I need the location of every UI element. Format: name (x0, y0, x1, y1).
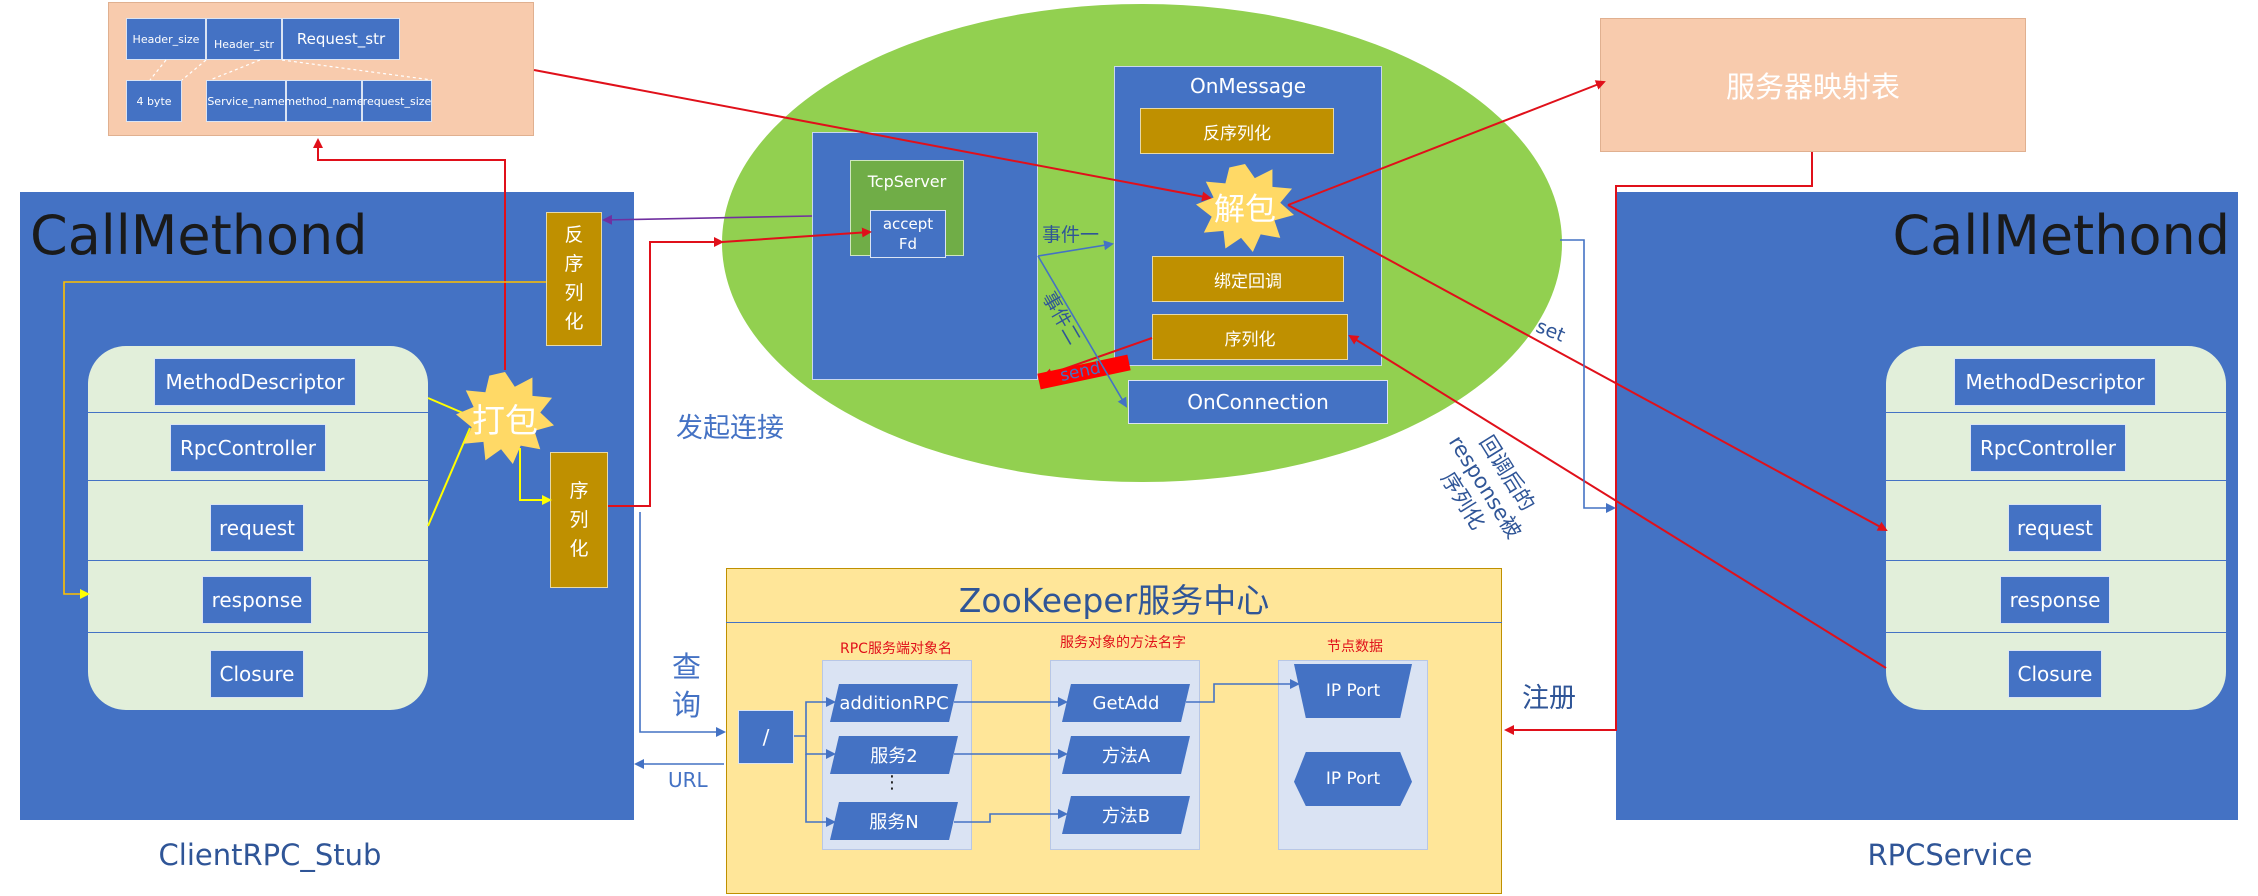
unpack-label: 解包 (1214, 192, 1276, 228)
server-deserialize-box: 反序列化 (1140, 108, 1334, 154)
zk-service-ellipsis: ⋮ (883, 772, 901, 793)
zookeeper-divider (726, 622, 1502, 623)
field-method-name: method_name (284, 80, 364, 122)
client-closure: Closure (210, 650, 304, 698)
client-deserialize-box: 反 序 列 化 (546, 212, 602, 346)
client-method-descriptor: MethodDescriptor (154, 358, 356, 406)
client-response: response (202, 576, 312, 624)
zk-method-a: 方法A (1062, 736, 1190, 774)
zk-method-getadd: GetAdd (1062, 684, 1190, 722)
server-caption: RPCService (1867, 838, 2033, 872)
client-caption: ClientRPC_Stub (158, 838, 382, 872)
server-title: CallMethond (1892, 204, 2230, 267)
server-rpc-controller: RpcController (1970, 424, 2126, 472)
zk-service-n: 服务N (830, 802, 958, 840)
server-method-descriptor: MethodDescriptor (1954, 358, 2156, 406)
event1-label: 事件一 (1042, 224, 1100, 246)
field-header-str: Header_str (206, 18, 282, 60)
client-request: request (210, 504, 304, 552)
field-request-size: request_size (362, 80, 432, 122)
on-message-label: OnMessage (1189, 74, 1307, 98)
zk-col3-header: 节点数据 (1327, 639, 1383, 655)
zk-method-b: 方法B (1062, 796, 1190, 834)
server-list-dividers (1886, 346, 2226, 710)
mapping-table-box: 服务器映射表 (1600, 18, 2026, 152)
accept-fd-box: accept Fd (870, 210, 946, 258)
zk-col1-header: RPC服务端对象名 (840, 641, 952, 657)
connect-label: 发起连接 (676, 413, 784, 444)
bind-callback-box: 绑定回调 (1152, 256, 1344, 302)
server-response: response (2000, 576, 2110, 624)
server-closure: Closure (2008, 650, 2102, 698)
zk-service-2: 服务2 (830, 736, 958, 774)
field-service-name: Service_name (206, 80, 286, 122)
field-4-byte: 4 byte (126, 80, 182, 122)
zk-service-addition-rpc: additionRPC (830, 684, 958, 722)
client-serialize-box: 序 列 化 (550, 452, 608, 588)
server-request: request (2008, 504, 2102, 552)
field-header-size: Header_size (126, 18, 206, 60)
pack-label: 打包 (472, 401, 538, 440)
set-label: set (1532, 315, 1569, 347)
on-connection-box: OnConnection (1128, 380, 1388, 424)
client-title: CallMethond (30, 204, 368, 267)
client-rpc-controller: RpcController (170, 424, 326, 472)
field-request-str: Request_str (282, 18, 400, 60)
query-label: 查 询 (672, 650, 702, 722)
register-label: 注册 (1522, 683, 1576, 714)
zookeeper-title: ZooKeeper服务中心 (958, 581, 1270, 620)
server-serialize-box: 序列化 (1152, 314, 1348, 360)
zk-col2-header: 服务对象的方法名字 (1060, 635, 1186, 651)
zk-root-node: / (738, 710, 794, 764)
zk-node-ip-port-1: IP Port (1294, 664, 1412, 718)
url-label: URL (668, 768, 708, 792)
zk-node-ip-port-2: IP Port (1294, 752, 1412, 806)
response-note: 回调后的 response被 序列化 (1436, 431, 1540, 543)
tcp-server-label: TcpServer (867, 172, 947, 191)
